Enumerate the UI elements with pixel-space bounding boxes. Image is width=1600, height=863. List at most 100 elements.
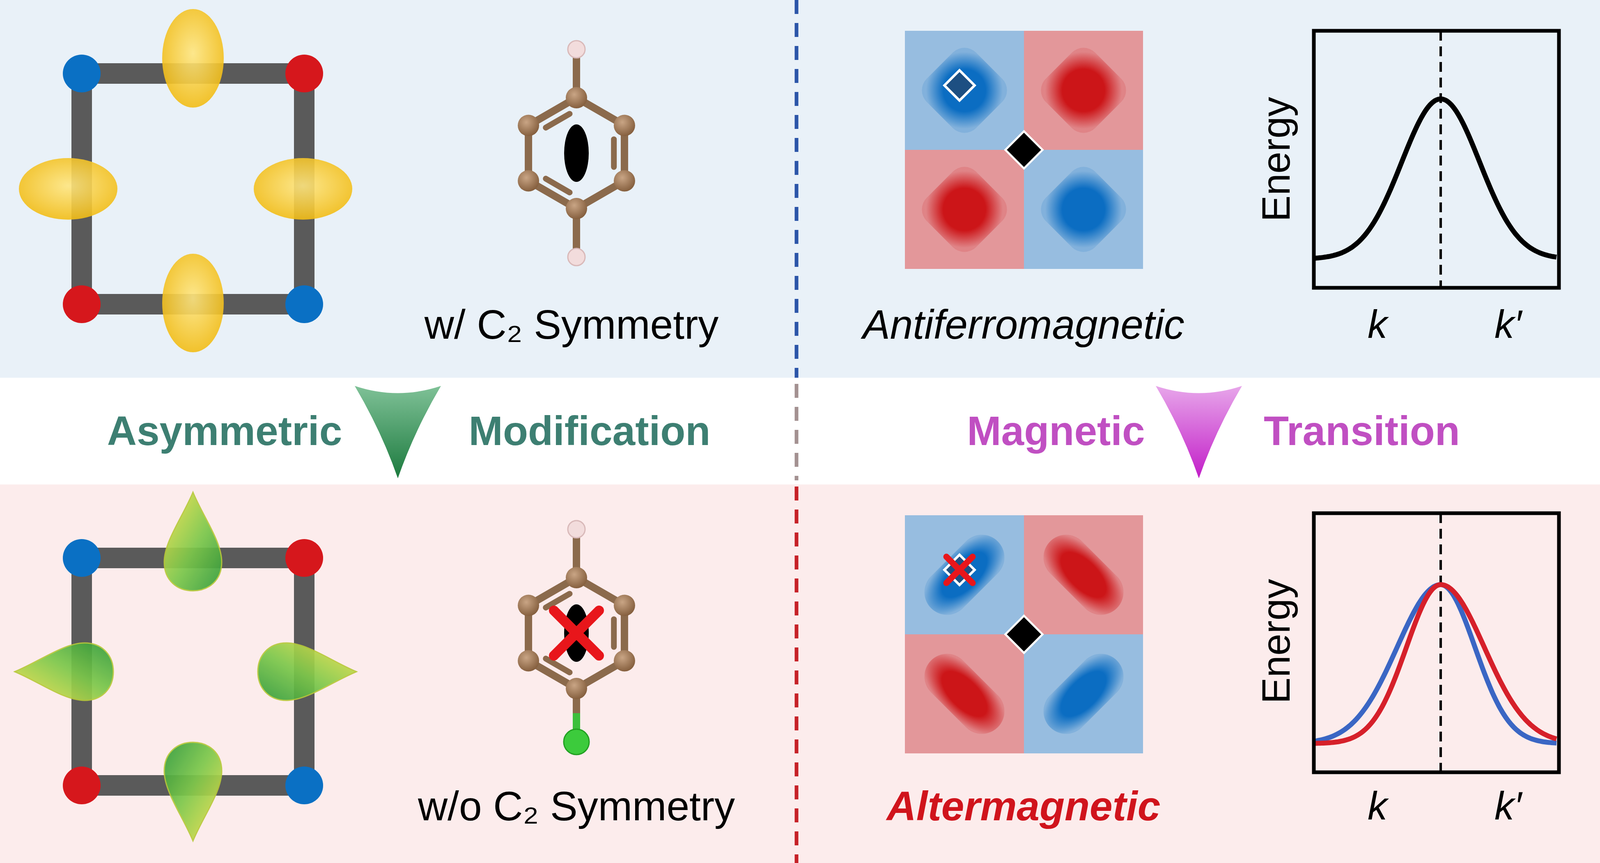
carbon-atom xyxy=(565,567,588,589)
caption-text: k xyxy=(1367,784,1388,828)
quadrant xyxy=(1023,149,1144,269)
orbital-lobe xyxy=(164,742,222,841)
quadrant xyxy=(904,30,1024,150)
caption-text: k xyxy=(1367,302,1388,347)
spin-density-lobe xyxy=(915,41,1014,140)
quadrant xyxy=(904,634,1024,754)
magnetic-atom xyxy=(285,766,324,805)
hydrogen-atom xyxy=(567,248,586,266)
caption-text: w/o C₂ Symmetry xyxy=(417,783,735,829)
plot-frame xyxy=(1313,30,1559,288)
hydrogen-atom xyxy=(567,520,586,538)
middle-band xyxy=(0,377,1600,485)
quadrant xyxy=(1023,634,1144,754)
magnetic-atom xyxy=(62,285,101,324)
inversion-center-symbol xyxy=(1005,615,1043,654)
carbon-atom xyxy=(613,170,636,192)
double-bond xyxy=(545,178,570,193)
magnetic-atom xyxy=(62,54,101,93)
orbital-lobe xyxy=(18,158,118,220)
chlorine-atom xyxy=(563,729,590,755)
divider-line xyxy=(794,383,799,481)
cross-mark xyxy=(946,556,973,584)
orbital-lobe xyxy=(164,492,222,591)
caption-text: k′ xyxy=(1494,302,1522,347)
band-curve xyxy=(1315,98,1557,259)
carbon-atom xyxy=(517,114,540,137)
hydrogen-atom xyxy=(567,40,586,58)
spin-density-lobe xyxy=(915,525,1014,625)
spin-density-map xyxy=(904,30,1144,269)
quadrant xyxy=(1023,30,1144,150)
band-curve xyxy=(1315,584,1557,744)
carbon-atom xyxy=(565,197,588,220)
benzene-molecule xyxy=(517,40,636,266)
transition-arrow xyxy=(354,385,441,479)
quadrant xyxy=(904,149,1024,269)
caption-text: w/ C₂ Symmetry xyxy=(424,301,719,347)
quadrant xyxy=(904,515,1024,635)
axis-label: Energy xyxy=(1254,96,1298,222)
caption-text: Transition xyxy=(1263,408,1460,454)
lattice xyxy=(18,9,353,353)
spin-density-lobe xyxy=(915,644,1014,744)
dashed-line xyxy=(1439,513,1442,773)
inversion-center-symbol xyxy=(1005,131,1043,169)
transition-arrow xyxy=(1155,385,1242,479)
orbital-lobe xyxy=(253,158,353,220)
carbon-atom xyxy=(517,650,540,672)
dashed-line xyxy=(1439,30,1442,288)
caption-text: Altermagnetic xyxy=(886,783,1161,829)
lattice xyxy=(14,492,357,841)
spin-density-lobe xyxy=(1034,525,1133,625)
caption-text: Modification xyxy=(468,408,711,454)
carbon-atom xyxy=(613,594,636,617)
spin-density-lobe xyxy=(1034,644,1133,744)
orbital-lobe xyxy=(14,642,114,701)
plot-frame xyxy=(1313,513,1559,773)
double-bond xyxy=(545,113,570,128)
c2-site-symbol xyxy=(944,554,975,586)
divider-line xyxy=(794,486,799,863)
carbon-atom xyxy=(517,594,540,617)
energy-plot xyxy=(1313,513,1559,773)
top-band xyxy=(0,0,1600,378)
bottom-band xyxy=(0,484,1600,863)
carbon-atom xyxy=(517,170,540,192)
divider-line xyxy=(794,0,799,378)
magnetic-atom xyxy=(62,766,101,805)
caption-text: Antiferromagnetic xyxy=(862,301,1185,347)
orbital-lobe xyxy=(257,642,357,701)
cross-mark xyxy=(946,556,973,584)
spin-density-map xyxy=(904,515,1144,754)
double-bond xyxy=(610,619,617,647)
cross-mark xyxy=(553,610,600,656)
caption-text: Magnetic xyxy=(966,408,1145,454)
orbital-lobe xyxy=(162,253,224,353)
double-bond xyxy=(610,139,617,167)
double-bond xyxy=(545,593,570,608)
spin-density-lobe xyxy=(1034,41,1133,140)
magnetic-atom xyxy=(285,285,324,324)
carbon-atom xyxy=(613,650,636,672)
c2-site-symbol xyxy=(944,70,975,101)
carbon-atom xyxy=(565,677,588,700)
double-bond xyxy=(545,658,570,673)
magnetic-atom xyxy=(62,539,101,577)
orbital-lobe xyxy=(162,9,224,108)
c2-axis-symbol xyxy=(564,124,589,182)
energy-plot xyxy=(1313,30,1559,288)
caption-text: Asymmetric xyxy=(107,408,343,454)
benzene-molecule xyxy=(517,520,636,755)
quadrant xyxy=(1023,515,1144,635)
carbon-atom xyxy=(613,114,636,137)
spin-density-lobe xyxy=(915,160,1014,259)
cross-mark xyxy=(553,610,600,656)
caption-text: k′ xyxy=(1494,784,1522,828)
magnetic-atom xyxy=(285,539,324,577)
axis-label: Energy xyxy=(1254,578,1298,704)
spin-density-lobe xyxy=(1034,160,1133,259)
magnetic-atom xyxy=(285,54,324,93)
band-curve xyxy=(1315,584,1557,744)
